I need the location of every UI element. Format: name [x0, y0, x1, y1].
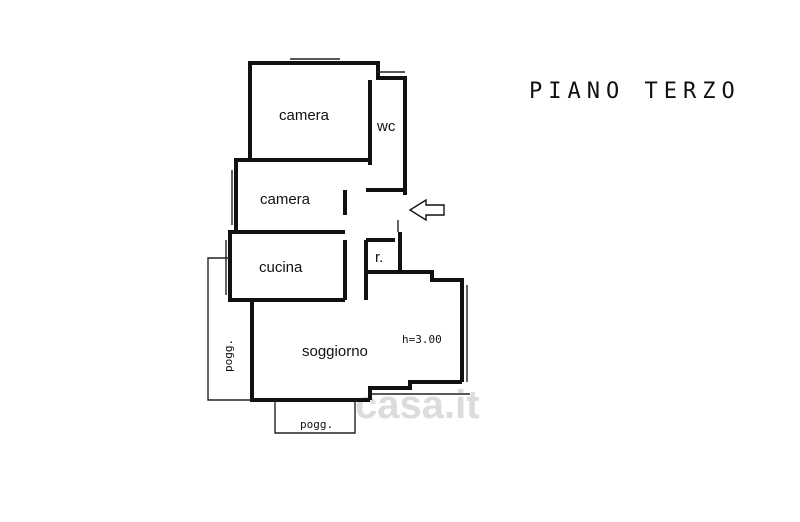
- room-label-camera-mid: camera: [260, 191, 311, 208]
- room-label-cucina: cucina: [259, 259, 303, 276]
- room-label-wc: wc: [376, 118, 396, 135]
- watermark-text: casa.it: [355, 383, 480, 427]
- room-label-camera-top: camera: [279, 107, 330, 124]
- ceiling-height-label: h=3.00: [402, 333, 442, 346]
- plan-title: PIANO TERZO: [529, 79, 741, 104]
- interior-walls: [238, 80, 405, 302]
- balcony-left: [207, 257, 252, 401]
- balcony-bottom: [274, 400, 356, 434]
- balcony-bottom-label: pogg.: [300, 418, 333, 431]
- balcony-left-label: pogg.: [222, 339, 235, 372]
- entrance-arrow-icon: [408, 198, 445, 222]
- room-label-ripostiglio: r.: [375, 249, 383, 266]
- outer-walls: [225, 58, 470, 402]
- room-label-soggiorno: soggiorno: [302, 343, 368, 360]
